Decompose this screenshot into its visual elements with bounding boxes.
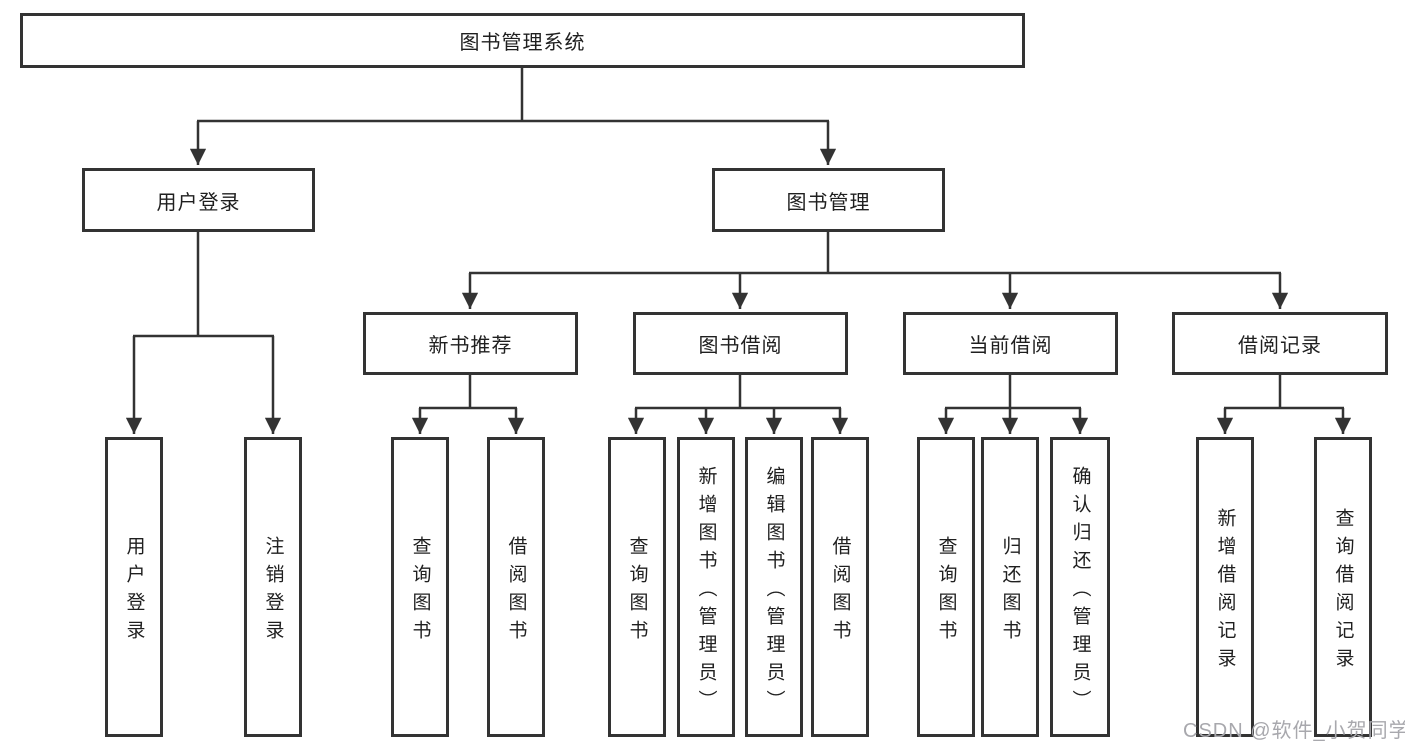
node-book-borrowing: 图书借阅 <box>633 312 848 375</box>
node-book-management: 图书管理 <box>712 168 945 232</box>
leaf-borrow-books: 借阅图书 <box>811 437 869 737</box>
leaf-add-borrow-record: 新增借阅记录 <box>1196 437 1254 737</box>
node-current-borrowing: 当前借阅 <box>903 312 1118 375</box>
leaf-return-books: 归还图书 <box>981 437 1039 737</box>
leaf-logout: 注销登录 <box>244 437 302 737</box>
node-borrowing-records: 借阅记录 <box>1172 312 1388 375</box>
leaf-query-books-recommend: 查询图书 <box>391 437 449 737</box>
leaf-add-books-admin: 新增图书（管理员） <box>677 437 735 737</box>
leaf-query-books-current: 查询图书 <box>917 437 975 737</box>
leaf-query-borrow-record: 查询借阅记录 <box>1314 437 1372 737</box>
node-new-book-recommendation: 新书推荐 <box>363 312 578 375</box>
leaf-query-books-borrowing: 查询图书 <box>608 437 666 737</box>
node-user-login: 用户登录 <box>82 168 315 232</box>
leaf-borrow-books-recommend: 借阅图书 <box>487 437 545 737</box>
leaf-edit-books-admin: 编辑图书（管理员） <box>745 437 803 737</box>
leaf-confirm-return-admin: 确认归还（管理员） <box>1050 437 1110 737</box>
node-library-system: 图书管理系统 <box>20 13 1025 68</box>
leaf-user-login: 用户登录 <box>105 437 163 737</box>
csdn-watermark: CSDN @软件_小贺同学 <box>1183 720 1405 742</box>
